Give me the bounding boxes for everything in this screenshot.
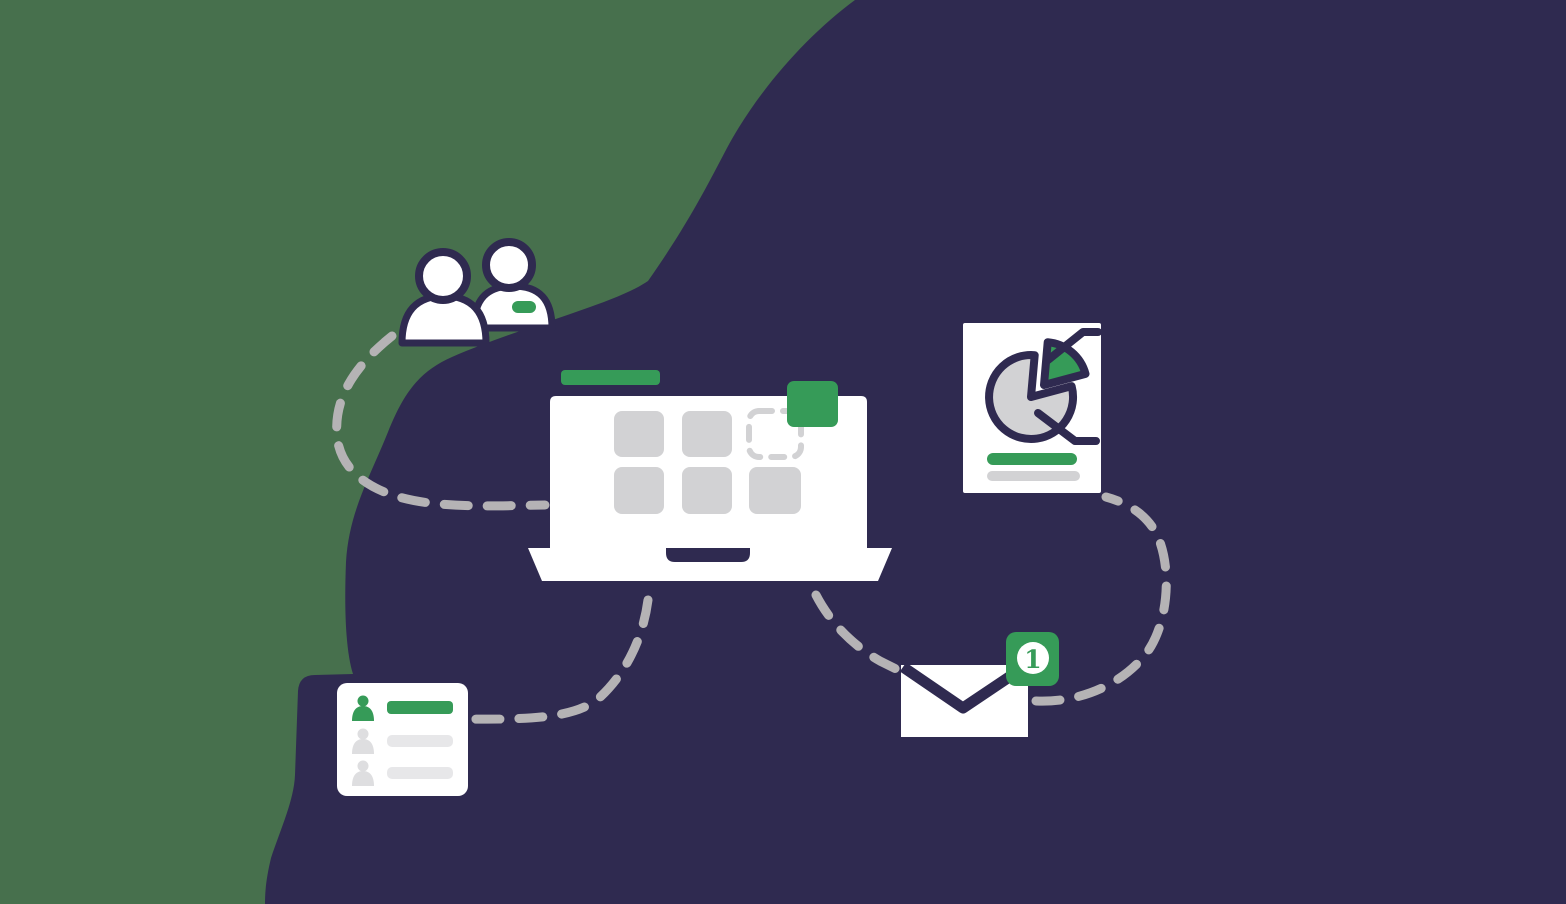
app-tile bbox=[682, 411, 732, 457]
laptop-app-grid-icon bbox=[528, 370, 892, 581]
user-back-badge bbox=[512, 301, 536, 313]
two-users-icon bbox=[398, 238, 556, 347]
contact-avatar-body bbox=[352, 739, 374, 754]
connector-laptop-to-envelope bbox=[811, 590, 903, 675]
trend-line-top bbox=[1044, 328, 1102, 364]
pie-chart-report-icon bbox=[963, 323, 1102, 493]
connector-laptop-to-contacts bbox=[463, 595, 653, 724]
connector-envelope-to-report bbox=[1031, 492, 1171, 706]
contact-name-bar bbox=[387, 701, 453, 714]
contact-avatar-head bbox=[357, 760, 369, 772]
app-tile bbox=[749, 467, 801, 514]
background-blob bbox=[265, 0, 1566, 904]
laptop-top-green-bar bbox=[561, 370, 660, 385]
envelope-notification-icon: 1 bbox=[899, 632, 1059, 737]
contact-avatar-body bbox=[352, 771, 374, 786]
user-back-head bbox=[482, 238, 536, 292]
report-gray-text-bar bbox=[987, 471, 1080, 481]
badge-circle bbox=[1017, 642, 1049, 674]
app-grid bbox=[614, 408, 804, 514]
contact-name-bar bbox=[387, 767, 453, 779]
contact-avatar-body bbox=[352, 706, 374, 721]
laptop-base bbox=[528, 548, 892, 581]
contact-name-bar bbox=[387, 735, 453, 747]
app-tile bbox=[614, 411, 664, 457]
contact-row bbox=[352, 760, 453, 786]
contact-avatar-head bbox=[357, 695, 369, 707]
app-tile bbox=[682, 467, 732, 514]
contact-list-icon bbox=[337, 683, 468, 796]
contact-row-active bbox=[352, 695, 453, 721]
contact-row bbox=[352, 728, 453, 754]
green-app-tile bbox=[787, 381, 838, 427]
trend-line-bottom bbox=[1034, 409, 1100, 445]
laptop-hinge-notch bbox=[666, 548, 750, 562]
notification-badge: 1 bbox=[1006, 632, 1059, 686]
contact-avatar-head bbox=[357, 728, 369, 740]
pie-chart-body bbox=[985, 351, 1078, 443]
app-tile-dashed-placeholder bbox=[746, 408, 804, 460]
report-green-text-bar bbox=[987, 453, 1077, 465]
app-tile bbox=[614, 467, 664, 514]
badge-count: 1 bbox=[1024, 645, 1041, 674]
user-front-head bbox=[415, 248, 471, 304]
envelope-flap bbox=[899, 662, 1028, 714]
connector-users-to-laptop bbox=[332, 331, 550, 511]
dashed-connector-lines bbox=[332, 331, 1171, 724]
